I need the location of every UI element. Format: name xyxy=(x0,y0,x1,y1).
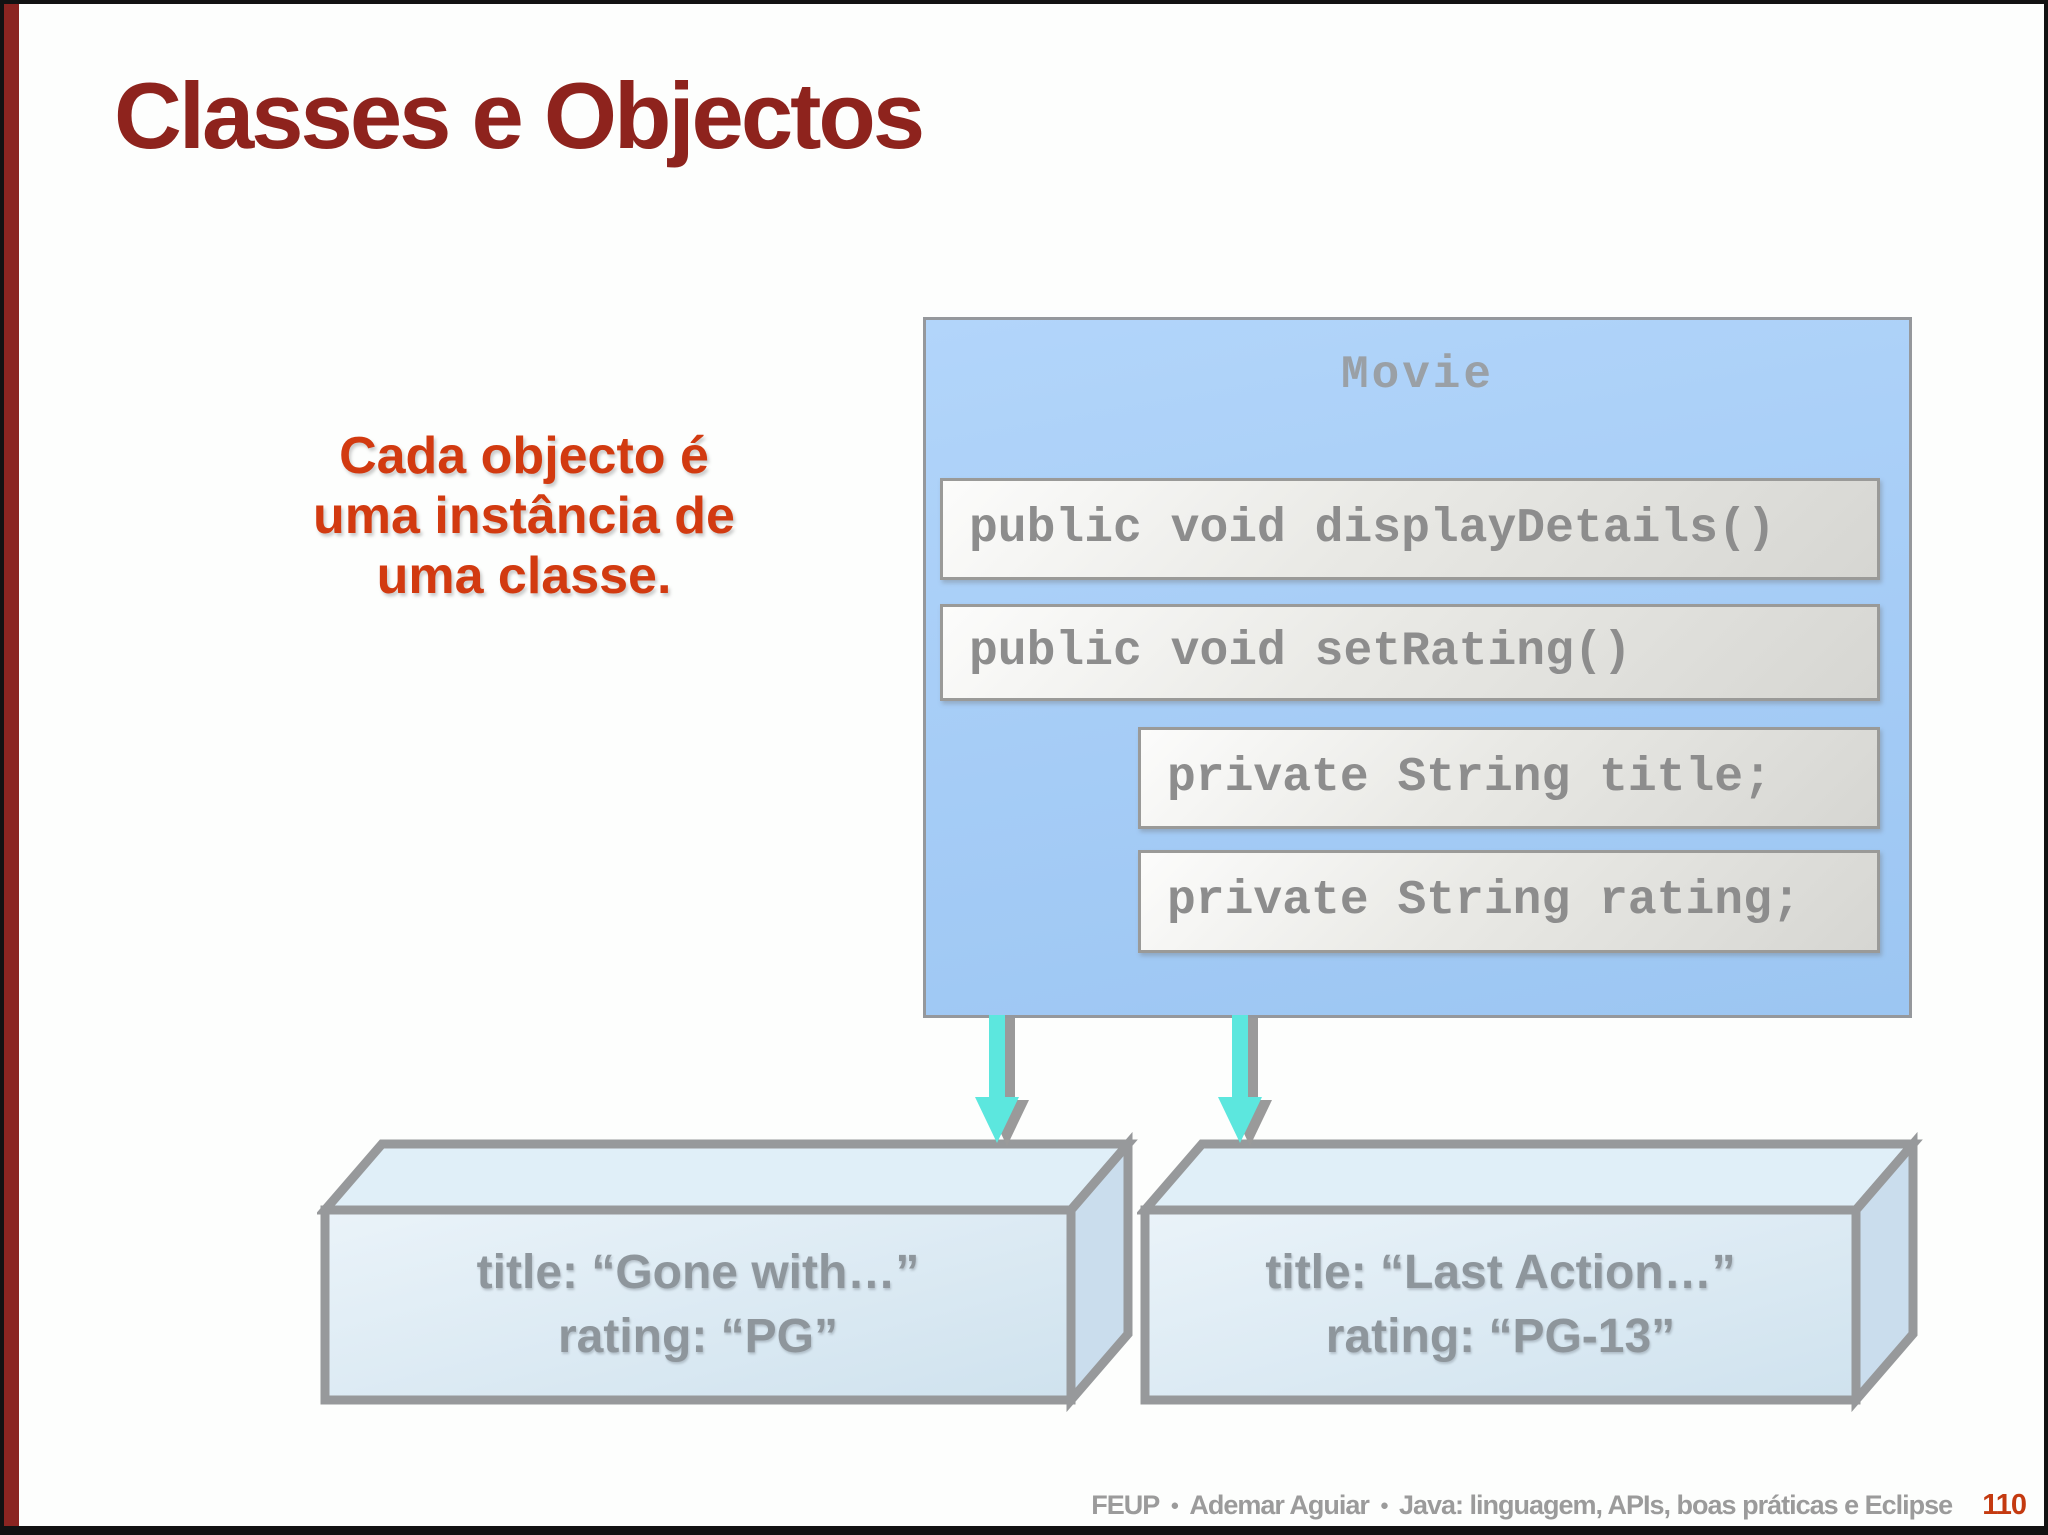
instantiation-arrow-icon xyxy=(1218,1015,1272,1146)
object-box-3d-gone-with xyxy=(317,1132,1138,1413)
object-rating-line: rating: “PG-13” xyxy=(1325,1310,1676,1363)
method-box-displaydetails: public void displayDetails() xyxy=(940,478,1880,580)
class-name-label: Movie xyxy=(1340,349,1495,401)
slide-title: Classes e Objectos xyxy=(114,63,925,168)
attribute-box-rating: private String rating; xyxy=(1138,850,1880,953)
object-title-line: title: “Gone with…” xyxy=(476,1246,920,1299)
attribute-box-title: private String title; xyxy=(1138,727,1880,829)
method-box-setrating: public void setRating() xyxy=(940,604,1880,701)
arrow-shape xyxy=(1218,1015,1262,1143)
note-line: uma classe. xyxy=(376,547,672,605)
box-top-face xyxy=(1137,1139,1923,1215)
instantiation-arrow-icon xyxy=(975,1015,1029,1146)
box-front-face xyxy=(320,1205,1076,1405)
separator-dot-icon: ● xyxy=(1170,1497,1179,1514)
note-text-block: Cada objecto é uma instância de uma clas… xyxy=(274,426,774,606)
object-box-3d-last-action xyxy=(1137,1132,1923,1413)
note-line: Cada objecto é xyxy=(339,427,709,485)
footer-course: Java: linguagem, APIs, boas práticas e E… xyxy=(1398,1490,1953,1520)
separator-dot-icon: ● xyxy=(1379,1497,1389,1514)
slide-footer: FEUP ● Ademar Aguiar ● Java: linguagem, … xyxy=(1091,1489,2027,1522)
arrow-shape xyxy=(975,1015,1019,1143)
class-box-movie: Movie public void displayDetails() publi… xyxy=(923,317,1912,1018)
page-number: 110 xyxy=(1982,1489,2027,1521)
object-rating-line: rating: “PG” xyxy=(557,1310,838,1363)
object-title-line: title: “Last Action…” xyxy=(1265,1246,1736,1299)
footer-author: Ademar Aguiar xyxy=(1189,1490,1370,1520)
box-top-face xyxy=(317,1139,1138,1215)
box-front-face xyxy=(1140,1205,1861,1405)
object-state-text: title: “Last Action…” rating: “PG-13” xyxy=(1145,1210,1856,1400)
note-line: uma instância de xyxy=(313,487,735,545)
left-accent-bar xyxy=(4,0,19,1535)
footer-text: FEUP ● Ademar Aguiar ● Java: linguagem, … xyxy=(1091,1490,1953,1521)
footer-org: FEUP xyxy=(1091,1490,1160,1520)
object-state-text: title: “Gone with…” rating: “PG” xyxy=(325,1210,1071,1400)
